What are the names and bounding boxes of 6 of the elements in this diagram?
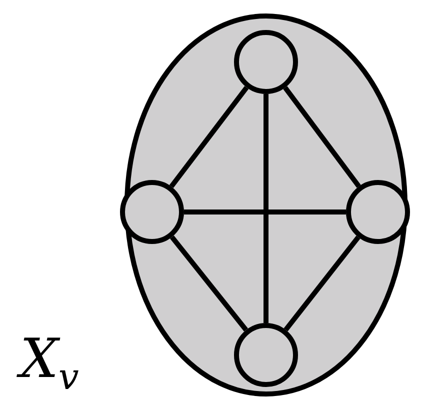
connector-line (284, 236, 360, 332)
connector-line (264, 94, 268, 323)
connector-line (184, 210, 346, 214)
connector-line (169, 86, 249, 188)
connector-line (283, 86, 361, 188)
connector-line (170, 235, 248, 332)
